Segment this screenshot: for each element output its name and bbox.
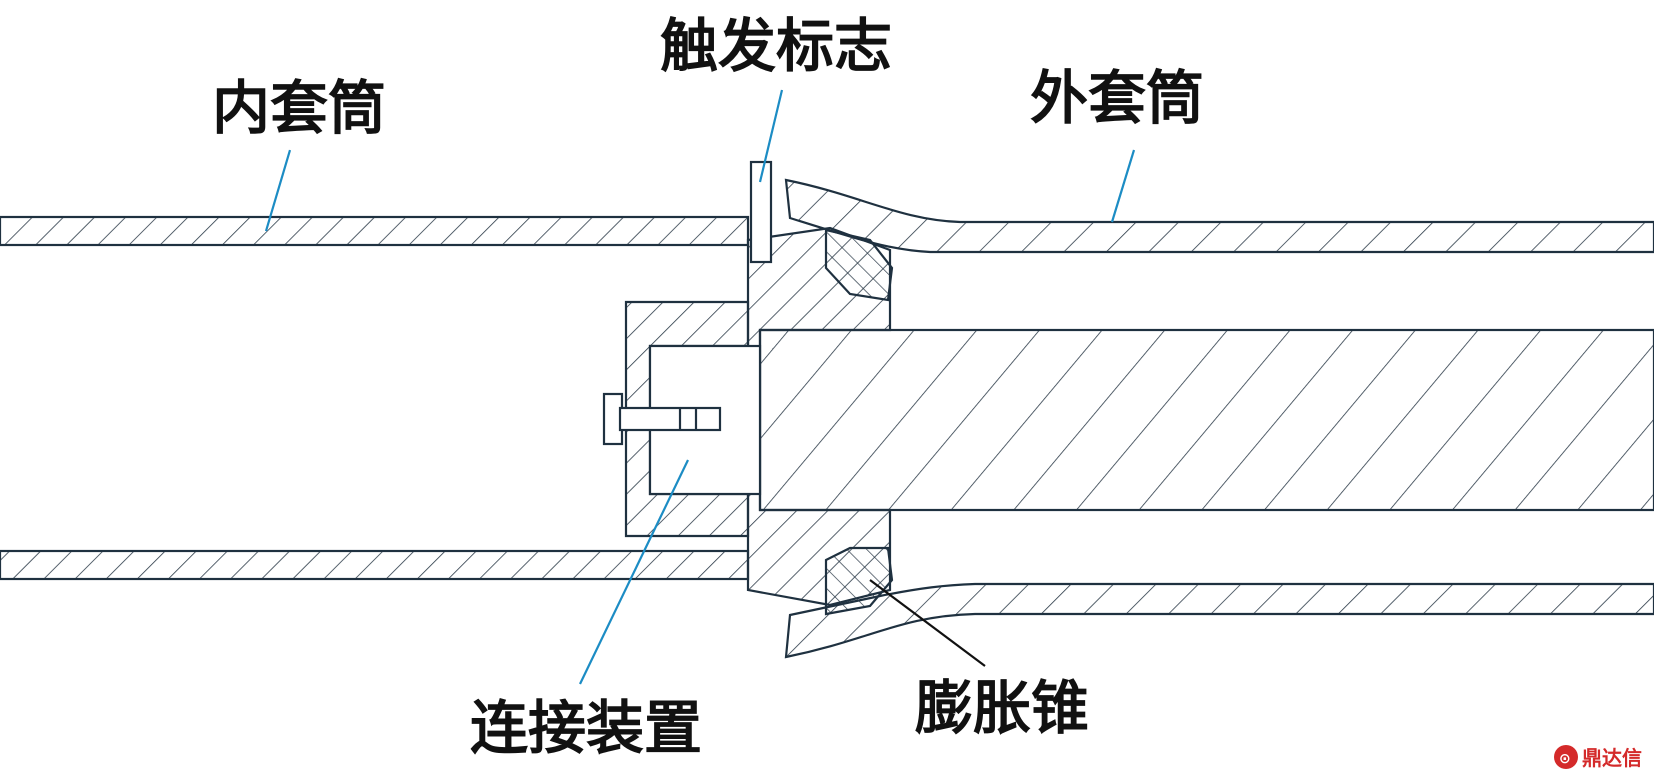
inner-sleeve-bottom-wall xyxy=(0,549,750,581)
leader-expansion-cone xyxy=(869,579,986,667)
leader-outer-sleeve xyxy=(1110,149,1136,223)
mandrel xyxy=(758,328,1654,512)
watermark-logo-glyph: ⊙ xyxy=(1559,751,1571,767)
watermark-text: 鼎达信 xyxy=(1582,746,1642,770)
label-inner-sleeve: 内套筒 xyxy=(212,74,386,142)
leader-trigger-mark xyxy=(758,89,784,183)
leader-connector xyxy=(579,459,689,685)
outer-sleeve-top-wall xyxy=(784,178,1654,254)
label-outer-sleeve: 外套筒 xyxy=(1030,64,1204,132)
outer-sleeve-bottom-wall xyxy=(784,582,1654,659)
watermark: ⊙ 鼎达信 xyxy=(1554,745,1642,770)
expansion-cone-lower xyxy=(824,546,894,616)
label-expansion-cone: 膨胀锥 xyxy=(915,674,1089,742)
trigger-flag xyxy=(749,160,773,264)
label-trigger-mark: 触发标志 xyxy=(660,12,892,80)
watermark-logo-icon xyxy=(1554,745,1578,769)
inner-sleeve-top-wall xyxy=(0,215,750,247)
expansion-cone-upper xyxy=(824,228,894,302)
leader-inner-sleeve xyxy=(264,149,292,232)
bolt-shank xyxy=(618,406,722,432)
label-connector: 连接装置 xyxy=(470,694,702,762)
